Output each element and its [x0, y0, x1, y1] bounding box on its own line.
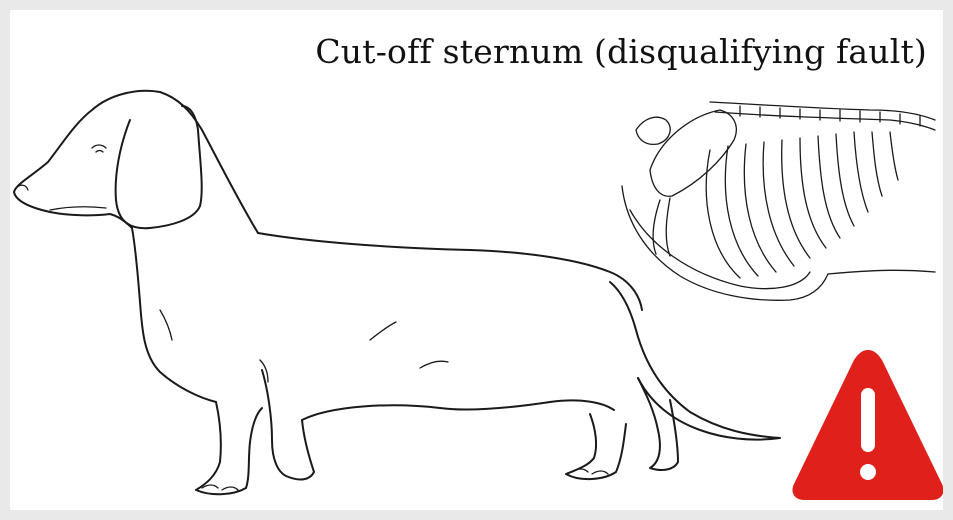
dog-toes-hind: [572, 469, 608, 474]
shoulder-blade: [650, 110, 736, 196]
dog-mouth: [50, 207, 106, 210]
dog-head-outline: [14, 91, 258, 233]
dog-hind-leg-right: [638, 378, 678, 470]
dog-hind-leg-left: [566, 414, 626, 479]
dog-back-outline: [258, 233, 642, 310]
dachshund-drawing: [14, 91, 780, 494]
dog-nose: [16, 185, 28, 190]
figure-panel: Cut-off sternum (disqualifying fault): [10, 10, 943, 510]
dog-shading: [160, 310, 448, 382]
dog-belly-outline: [302, 400, 614, 420]
ribs: [706, 132, 898, 278]
spine-line-lower: [715, 112, 935, 130]
skull-hint: [636, 117, 670, 144]
dog-front-leg-right: [262, 370, 314, 479]
warning-exclamation-bar: [861, 388, 875, 452]
dog-chest-outline: [132, 228, 216, 402]
dog-front-leg-left: [196, 402, 262, 494]
rib-cage-sketch: [622, 102, 935, 300]
dog-tail: [610, 282, 780, 440]
dog-ear-outline: [116, 106, 202, 228]
warning-triangle-icon: [792, 350, 943, 500]
illustration-canvas: [10, 10, 943, 510]
warning-exclamation-dot: [860, 464, 876, 480]
belly-line: [828, 270, 935, 274]
dog-toes-front: [202, 485, 238, 490]
dog-eye: [92, 145, 106, 152]
